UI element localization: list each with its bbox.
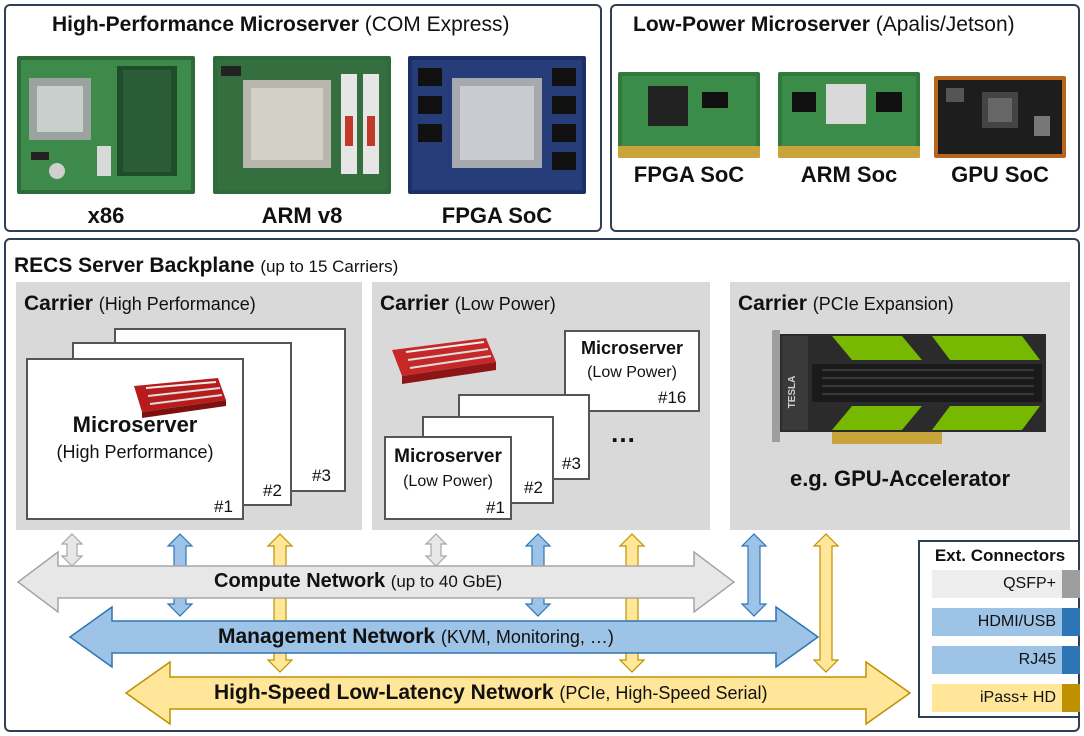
highspeed-network-detail: (PCIe, High-Speed Serial) (559, 683, 768, 703)
compute-network-label: Compute Network (up to 40 GbE) (214, 570, 502, 593)
lp-ellipsis: … (610, 418, 636, 448)
hp-card-1-number: #1 (214, 497, 233, 516)
hp-subtitle-text: (COM Express) (364, 13, 510, 36)
management-connector-ext (740, 533, 768, 617)
carrier-pcie-title-text: Carrier (738, 292, 807, 315)
hp-card-2-number: #2 (263, 481, 282, 500)
backplane-title-text: RECS Server Backplane (14, 254, 255, 277)
lp-card-1-number: #1 (486, 498, 505, 517)
lp-title-text: Low-Power Microserver (633, 13, 870, 36)
management-network-arrow (68, 605, 820, 669)
legend-swatch-hdmi-usb (1062, 608, 1080, 636)
lp-card-16-number: #16 (658, 388, 687, 407)
carrier-lp-title: Carrier (Low Power) (380, 292, 556, 316)
x86-board-image (17, 56, 195, 194)
backplane-subtitle-text: (up to 15 Carriers) (260, 257, 399, 276)
lp-card-2-number: #2 (524, 478, 543, 497)
highspeed-connector-ext (812, 533, 840, 673)
carrier-pcie-subtitle-text: (PCIe Expansion) (812, 294, 954, 314)
hp-microserver-sub-label: (High Performance) (56, 442, 214, 462)
lp-card-16-sub: (Low Power) (587, 364, 677, 381)
board-label-fpga-soc: FPGA SoC (441, 203, 553, 228)
management-network-label: Management Network (KVM, Monitoring, …) (218, 625, 614, 649)
lp-microserver-title: Low-Power Microserver (Apalis/Jetson) (633, 13, 1015, 37)
carrier-hp-subtitle-text: (High Performance) (98, 294, 256, 314)
carrier-hp-title-text: Carrier (24, 292, 93, 315)
board-label-x86: x86 (87, 203, 125, 228)
ext-connectors-legend: Ext. Connectors QSFP+ HDMI/USB RJ45 iPas… (918, 540, 1080, 718)
hp-microserver-label: Microserver (72, 412, 198, 437)
legend-label-ipass: iPass+ HD (979, 689, 1056, 706)
management-network-name: Management Network (218, 625, 436, 648)
lp-fpga-soc-board-image (618, 72, 760, 158)
hp-microserver-title: High-Performance Microserver (COM Expres… (52, 13, 509, 37)
legend-label-rj45: RJ45 (1018, 651, 1056, 668)
backplane-title: RECS Server Backplane (up to 15 Carriers… (14, 254, 398, 278)
lp-microserver-label: Microserver (394, 446, 502, 467)
legend-item-hdmi-usb: HDMI/USB (932, 608, 1080, 636)
compute-connector-lp (424, 533, 448, 567)
gpu-accelerator-caption: e.g. GPU-Accelerator (789, 466, 1011, 491)
legend-item-rj45: RJ45 (932, 646, 1080, 674)
gpu-accelerator-image: TESLA (772, 330, 1050, 450)
arm-v8-board-image (213, 56, 391, 194)
carrier-hp-title: Carrier (High Performance) (24, 292, 256, 316)
hp-microserver-module-image (126, 372, 230, 418)
legend-label-hdmi-usb: HDMI/USB (977, 613, 1056, 630)
lp-gpu-soc-board-image (934, 76, 1066, 158)
lp-board-label-fpga-soc: FPGA SoC (633, 162, 745, 187)
hp-title-text: High-Performance Microserver (52, 13, 359, 36)
fpga-soc-board-image (408, 56, 586, 194)
compute-network-detail: (up to 40 GbE) (390, 572, 503, 591)
legend-label-qsfp: QSFP+ (1003, 575, 1056, 592)
compute-connector-hp (60, 533, 84, 567)
legend-item-ipass: iPass+ HD (932, 684, 1080, 712)
legend-title: Ext. Connectors (934, 546, 1066, 565)
highspeed-network-name: High-Speed Low-Latency Network (214, 681, 554, 704)
carrier-lp-title-text: Carrier (380, 292, 449, 315)
management-network-detail: (KVM, Monitoring, …) (440, 627, 614, 647)
legend-swatch-qsfp (1062, 570, 1080, 598)
board-label-arm-v8: ARM v8 (261, 203, 343, 228)
carrier-lp-subtitle-text: (Low Power) (454, 294, 556, 314)
lp-card-3-number: #3 (562, 454, 581, 473)
highspeed-network-arrow (124, 660, 912, 726)
carrier-pcie-title: Carrier (PCIe Expansion) (738, 292, 954, 316)
highspeed-network-label: High-Speed Low-Latency Network (PCIe, Hi… (214, 681, 767, 705)
lp-microserver-module-image (386, 334, 502, 384)
legend-item-qsfp: QSFP+ (932, 570, 1080, 598)
lp-arm-soc-board-image (778, 72, 920, 158)
compute-network-arrow (16, 550, 736, 614)
lp-subtitle-text: (Apalis/Jetson) (875, 13, 1015, 36)
lp-card-1 (384, 436, 512, 520)
gpu-brand-text: TESLA (787, 376, 798, 409)
lp-microserver-sub-label: (Low Power) (403, 473, 493, 490)
hp-card-3-number: #3 (312, 466, 331, 485)
legend-swatch-ipass (1062, 684, 1080, 712)
lp-board-label-gpu-soc: GPU SoC (951, 162, 1049, 187)
compute-network-name: Compute Network (214, 570, 386, 592)
lp-card-16-title: Microserver (580, 338, 684, 358)
lp-board-label-arm-soc: ARM Soc (800, 162, 898, 187)
legend-swatch-rj45 (1062, 646, 1080, 674)
